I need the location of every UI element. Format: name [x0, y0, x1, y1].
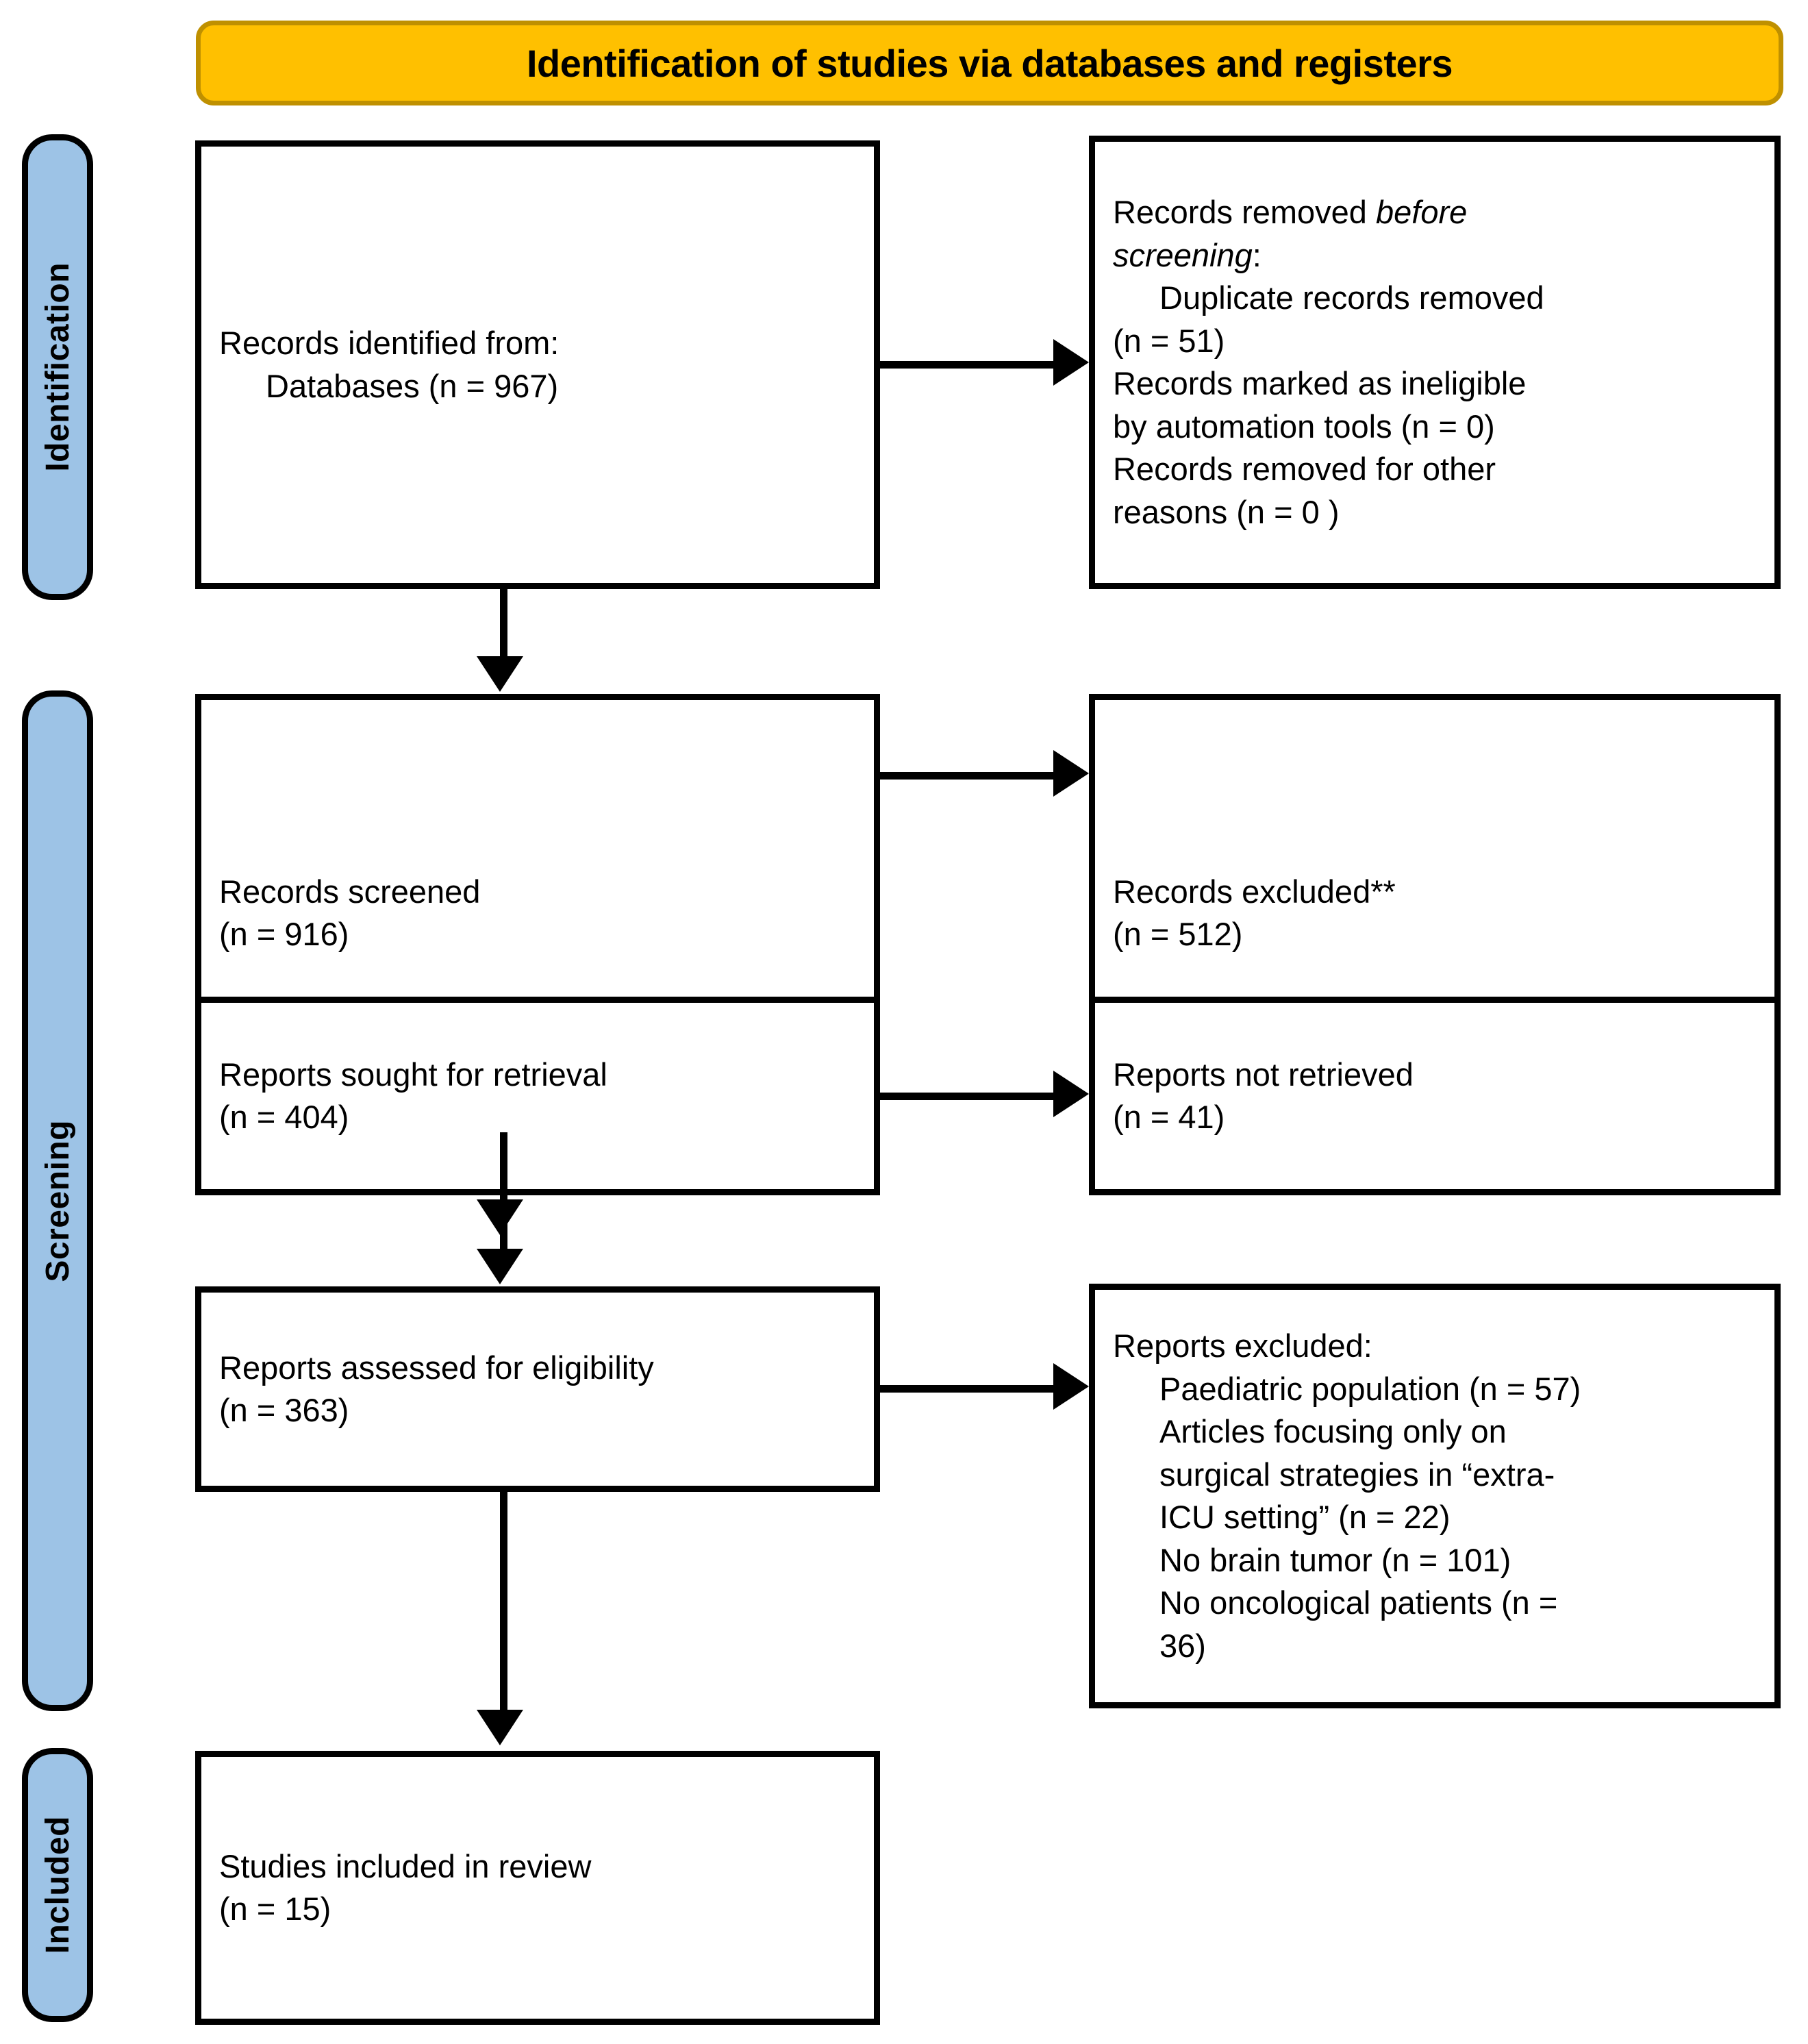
reports-assessed-line2: (n = 363) — [219, 1392, 349, 1428]
connector-screened-to-sought-line — [500, 1132, 507, 1201]
records-removed-item1-line2: (n = 51) — [1113, 322, 1225, 359]
records-removed-item1-line1: Duplicate records removed — [1159, 279, 1544, 316]
connector-screened-to-excluded-line — [880, 772, 1065, 780]
reports-excluded-item2-line1: Articles focusing only on — [1159, 1413, 1507, 1449]
stage-label-included-text: Included — [39, 1816, 76, 1954]
box-records-identified-text: Records identified from: Databases (n = … — [219, 322, 856, 408]
box-records-excluded-text: Records excluded** (n = 512) — [1113, 871, 1757, 956]
records-removed-item3-line2: reasons (n = 0 ) — [1113, 493, 1340, 530]
records-removed-item2-line2: by automation tools (n = 0) — [1113, 408, 1495, 445]
connector-screened-to-excluded-arrow-icon — [1053, 750, 1089, 797]
connector-sought-to-assessed-line — [500, 1195, 507, 1250]
records-removed-item2-line1: Records marked as ineligible — [1113, 365, 1527, 401]
box-reports-excluded: Reports excluded: Paediatric population … — [1089, 1284, 1781, 1708]
records-excluded-line2: (n = 512) — [1113, 916, 1243, 952]
reports-excluded-item1: Paediatric population (n = 57) — [1159, 1370, 1581, 1407]
connector-sought-to-notretrieved-arrow-icon — [1053, 1071, 1089, 1117]
connector-identified-to-removed-line — [880, 361, 1065, 369]
connector-identified-to-screened-line — [500, 589, 507, 658]
connector-identified-to-removed-arrow-icon — [1053, 339, 1089, 386]
reports-sought-line1: Reports sought for retrieval — [219, 1056, 607, 1093]
reports-excluded-item4-line1: No oncological patients (n = — [1159, 1584, 1558, 1621]
connector-assessed-to-included-arrow-icon — [477, 1710, 523, 1745]
box-records-screened-text: Records screened (n = 916) — [219, 871, 856, 956]
reports-excluded-item3: No brain tumor (n = 101) — [1159, 1541, 1511, 1578]
stage-label-included: Included — [22, 1748, 93, 2022]
stage-label-screening: Screening — [22, 690, 93, 1711]
connector-identified-to-screened-arrow-icon — [477, 656, 523, 692]
studies-included-line1: Studies included in review — [219, 1847, 592, 1884]
reports-excluded-item2-line3: ICU setting” (n = 22) — [1159, 1499, 1451, 1535]
box-records-removed: Records removed before screening: Duplic… — [1089, 136, 1781, 589]
box-reports-not-retrieved: Reports not retrieved (n = 41) — [1089, 997, 1781, 1195]
records-identified-line2: Databases (n = 967) — [266, 367, 559, 404]
connector-assessed-to-reportsexcluded-arrow-icon — [1053, 1363, 1089, 1410]
box-reports-sought-text: Reports sought for retrieval (n = 404) — [219, 1054, 856, 1139]
records-removed-line1b: before — [1376, 194, 1468, 230]
box-records-identified: Records identified from: Databases (n = … — [195, 140, 880, 589]
studies-included-line2: (n = 15) — [219, 1891, 331, 1927]
records-removed-item3-line1: Records removed for other — [1113, 451, 1496, 487]
box-studies-included: Studies included in review (n = 15) — [195, 1751, 880, 2025]
reports-excluded-title: Reports excluded: — [1113, 1328, 1372, 1364]
page-title: Identification of studies via databases … — [526, 41, 1453, 85]
connector-sought-to-assessed-arrow-icon — [477, 1249, 523, 1284]
reports-sought-line2: (n = 404) — [219, 1099, 349, 1135]
records-excluded-line1: Records excluded** — [1113, 873, 1396, 910]
reports-assessed-line1: Reports assessed for eligibility — [219, 1349, 654, 1386]
header-banner: Identification of studies via databases … — [196, 21, 1783, 105]
connector-sought-to-notretrieved-line — [880, 1093, 1065, 1100]
reports-excluded-item4-line2: 36) — [1159, 1627, 1206, 1664]
records-screened-line1: Records screened — [219, 873, 481, 910]
records-identified-line1: Records identified from: — [219, 325, 560, 361]
connector-assessed-to-reportsexcluded-line — [880, 1385, 1065, 1393]
records-removed-line2b: : — [1252, 236, 1261, 273]
connector-assessed-to-included-line — [500, 1492, 507, 1711]
records-removed-line1a: Records removed — [1113, 194, 1376, 230]
reports-excluded-item2-line2: surgical strategies in “extra- — [1159, 1456, 1555, 1493]
box-reports-not-retrieved-text: Reports not retrieved (n = 41) — [1113, 1054, 1757, 1139]
box-reports-assessed-text: Reports assessed for eligibility (n = 36… — [219, 1347, 856, 1432]
box-studies-included-text: Studies included in review (n = 15) — [219, 1845, 856, 1931]
box-reports-assessed: Reports assessed for eligibility (n = 36… — [195, 1286, 880, 1492]
records-screened-line2: (n = 916) — [219, 916, 349, 952]
reports-not-retrieved-line2: (n = 41) — [1113, 1099, 1225, 1135]
stage-label-identification: Identification — [22, 134, 93, 600]
stage-label-screening-text: Screening — [39, 1119, 76, 1282]
box-reports-excluded-text: Reports excluded: Paediatric population … — [1113, 1325, 1757, 1667]
stage-label-identification-text: Identification — [39, 262, 76, 472]
reports-not-retrieved-line1: Reports not retrieved — [1113, 1056, 1414, 1093]
box-records-removed-text: Records removed before screening: Duplic… — [1113, 191, 1757, 534]
box-reports-sought: Reports sought for retrieval (n = 404) — [195, 997, 880, 1195]
records-removed-line2a: screening — [1113, 236, 1253, 273]
